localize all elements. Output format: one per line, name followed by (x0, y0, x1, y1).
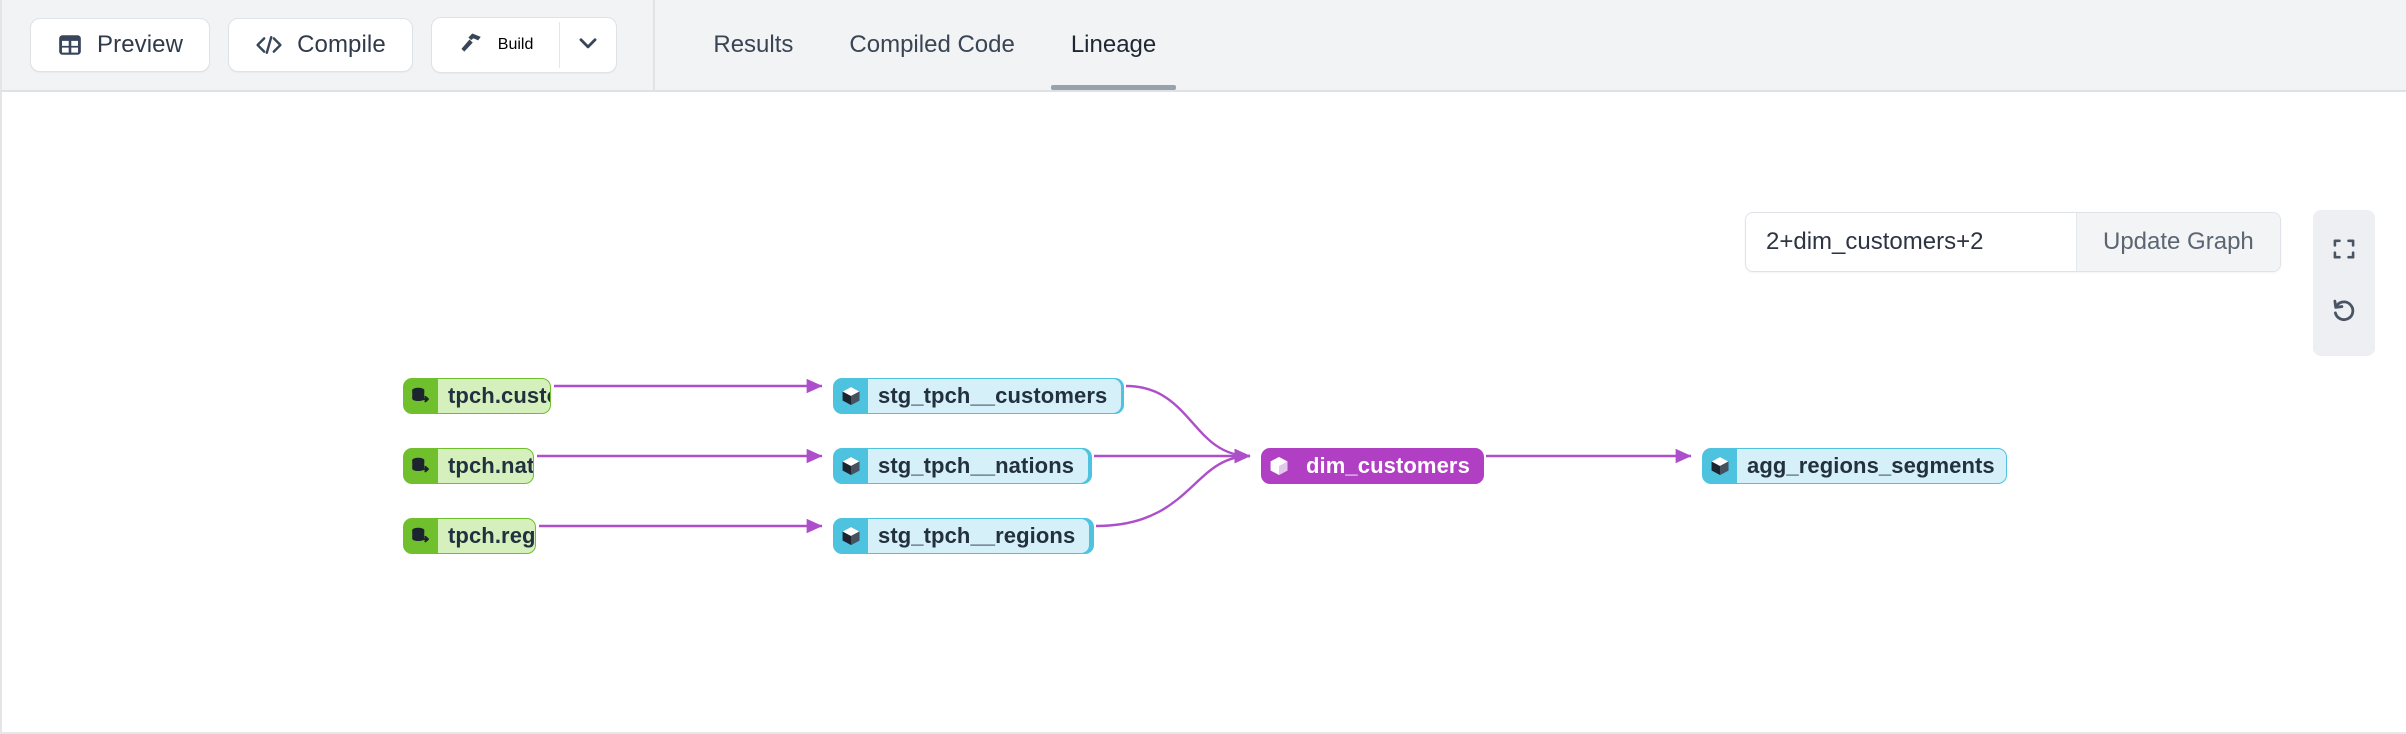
lineage-node-label: tpch.region (438, 519, 535, 553)
tab-bar: Results Compiled Code Lineage (685, 0, 1184, 90)
lineage-graph: tpch.customer tpch.nation (2, 92, 2406, 732)
graph-tool-panel (2313, 210, 2375, 356)
table-icon (57, 32, 83, 58)
database-arrow-icon (404, 519, 438, 553)
lineage-node-stg-tpch-customers[interactable]: stg_tpch__customers (833, 378, 1124, 414)
compile-button[interactable]: Compile (228, 18, 413, 72)
cube-icon (834, 379, 868, 413)
lineage-node-label: stg_tpch__customers (868, 379, 1122, 413)
reset-icon (2330, 297, 2358, 330)
compile-button-label: Compile (297, 31, 386, 58)
code-icon (255, 33, 283, 57)
build-dropdown-button[interactable] (560, 18, 616, 72)
build-split-button: Build (430, 17, 618, 73)
graph-selector-input[interactable] (1746, 213, 2076, 271)
tab-lineage[interactable]: Lineage (1043, 0, 1184, 90)
build-button[interactable]: Build (432, 18, 560, 72)
lineage-node-stg-tpch-regions[interactable]: stg_tpch__regions (833, 518, 1094, 554)
tab-lineage-label: Lineage (1070, 31, 1157, 58)
update-graph-button[interactable]: Update Graph (2076, 213, 2280, 271)
lineage-node-stg-tpch-nations[interactable]: stg_tpch__nations (833, 448, 1092, 484)
chevron-down-icon (575, 30, 601, 61)
lineage-node-dim-customers[interactable]: dim_customers (1261, 448, 1484, 484)
lineage-node-label: agg_regions_segments (1737, 449, 2006, 483)
tab-compiled-code-label: Compiled Code (849, 31, 1015, 58)
hammer-icon (458, 30, 484, 61)
lineage-node-tpch-nation[interactable]: tpch.nation (403, 448, 534, 484)
preview-button[interactable]: Preview (30, 18, 211, 72)
database-arrow-icon (404, 379, 438, 413)
cube-icon (834, 449, 868, 483)
tab-compiled-code[interactable]: Compiled Code (821, 0, 1042, 90)
build-divider (559, 22, 561, 68)
tab-results[interactable]: Results (685, 0, 821, 90)
graph-selector-group: Update Graph (1745, 212, 2281, 272)
database-arrow-icon (404, 449, 438, 483)
fullscreen-button[interactable] (2313, 220, 2375, 282)
lineage-node-label: tpch.nation (438, 449, 533, 483)
top-toolbar: Preview Compile (0, 0, 2406, 92)
preview-button-label: Preview (97, 31, 184, 58)
edge-stg-customers-to-dim (1125, 384, 1251, 464)
fullscreen-icon (2331, 236, 2357, 267)
lineage-node-label: stg_tpch__regions (868, 519, 1090, 553)
lineage-edges (537, 378, 1692, 534)
edge-stg-regions-to-dim (1095, 448, 1251, 528)
lineage-node-tpch-customer[interactable]: tpch.customer (403, 378, 551, 414)
reset-graph-button[interactable] (2313, 282, 2375, 344)
update-graph-button-label: Update Graph (2103, 228, 2254, 255)
lineage-node-label: stg_tpch__nations (868, 449, 1089, 483)
lineage-node-agg-regions-segments[interactable]: agg_regions_segments (1702, 448, 2007, 484)
cube-icon (1262, 449, 1296, 483)
tab-results-label: Results (713, 31, 794, 58)
lineage-node-label: tpch.customer (438, 379, 550, 413)
action-button-group: Preview Compile (30, 17, 618, 73)
lineage-node-tpch-region[interactable]: tpch.region (403, 518, 536, 554)
cube-icon (834, 519, 868, 553)
lineage-canvas[interactable]: Update Graph (0, 92, 2406, 734)
cube-icon (1703, 449, 1737, 483)
lineage-node-label: dim_customers (1296, 449, 1483, 483)
toolbar-separator (653, 0, 656, 90)
build-button-label: Build (497, 36, 534, 53)
